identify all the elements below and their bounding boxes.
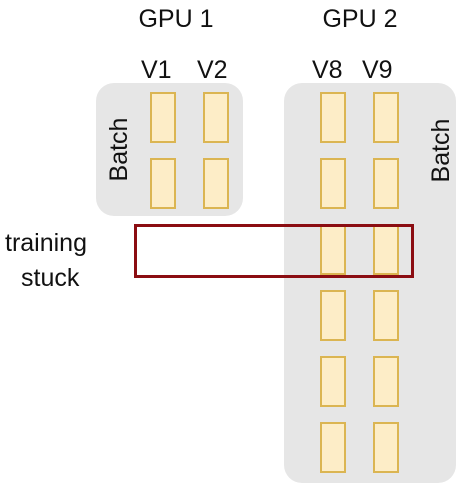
version-label-v2: V2 xyxy=(197,56,228,84)
gpu-2-v9-batch-cell xyxy=(373,92,399,143)
gpu-1-v2-batch-cell xyxy=(203,158,229,209)
training-annotation: training xyxy=(5,229,87,257)
gpu-1-batch-label: Batch xyxy=(105,117,133,182)
stuck-annotation: stuck xyxy=(21,264,80,292)
gpu-2-title: GPU 2 xyxy=(322,5,398,33)
gpu-2-v8-batch-cell xyxy=(320,92,346,143)
version-label-v9: V9 xyxy=(362,56,393,84)
gpu-2-v8-batch-cell xyxy=(320,158,346,209)
gpu-2-v9-batch-cell xyxy=(373,290,399,341)
gpu-2-v9-batch-cell xyxy=(373,356,399,407)
gpu-2-panel xyxy=(284,83,456,483)
gpu-1-v1-batch-cell xyxy=(150,158,176,209)
gpu-2-v8-batch-cell xyxy=(320,224,346,275)
gpu-1-title: GPU 1 xyxy=(138,5,214,33)
gpu-2-v9-batch-cell xyxy=(373,158,399,209)
gpu-2-v9-batch-cell xyxy=(373,422,399,473)
gpu-2-v8-batch-cell xyxy=(320,290,346,341)
gpu-1-v2-batch-cell xyxy=(203,92,229,143)
gpu-2-batch-label: Batch xyxy=(427,118,455,183)
version-label-v8: V8 xyxy=(312,56,343,84)
training-stuck-highlight xyxy=(134,224,414,278)
gpu-1-v1-batch-cell xyxy=(150,92,176,143)
gpu-2-v8-batch-cell xyxy=(320,356,346,407)
gpu-2-v8-batch-cell xyxy=(320,422,346,473)
version-label-v1: V1 xyxy=(141,56,172,84)
